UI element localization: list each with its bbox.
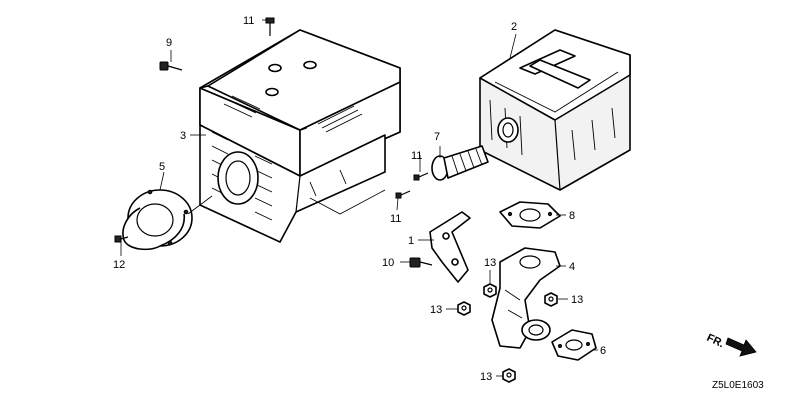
spark-arrester [431,145,489,181]
front-arrow-icon [725,337,757,357]
callout-8: 8 [569,210,575,222]
callout-13-d: 13 [480,371,492,383]
callout-6: 6 [600,345,606,357]
callout-13-b: 13 [430,304,442,316]
callout-9: 9 [166,37,172,49]
nut-13-a [483,283,497,298]
callout-12: 12 [113,259,125,271]
nut-13-b [457,301,471,316]
bolt-9 [159,61,183,71]
nut-13-d [502,368,516,383]
figure-code: Z5L0E1603 [712,380,764,391]
gasket-8 [499,201,561,229]
gasket-6 [551,329,597,361]
callout-labels: 11 9 3 5 2 7 11 11 1 10 8 4 13 13 13 6 1… [113,15,606,383]
callout-5: 5 [159,161,165,173]
exhaust-deflector [122,189,213,251]
screw-11-low [395,190,411,199]
screw-12 [114,235,129,243]
callout-11-low: 11 [390,213,401,225]
front-direction-indicator: FR. [705,332,757,357]
callout-11-top: 11 [243,15,254,27]
nut-13-c [544,292,558,307]
muffler-protector [199,29,401,243]
callout-1: 1 [408,235,414,247]
exhaust-joint [491,247,561,349]
callout-13-a: 13 [484,257,496,269]
muffler [479,29,631,191]
callout-2: 2 [511,21,517,33]
callout-4: 4 [569,261,575,273]
bolt-11-top [265,17,275,36]
front-label: FR. [705,332,726,350]
callout-13-c: 13 [571,294,583,306]
callout-3: 3 [180,130,186,142]
muffler-stay [429,211,471,283]
screw-11-mid [413,172,429,181]
callout-7: 7 [434,131,440,143]
bolt-10 [409,257,433,268]
leader-lines [120,19,598,377]
callout-11-mid: 11 [411,150,422,162]
callout-10: 10 [382,257,394,269]
